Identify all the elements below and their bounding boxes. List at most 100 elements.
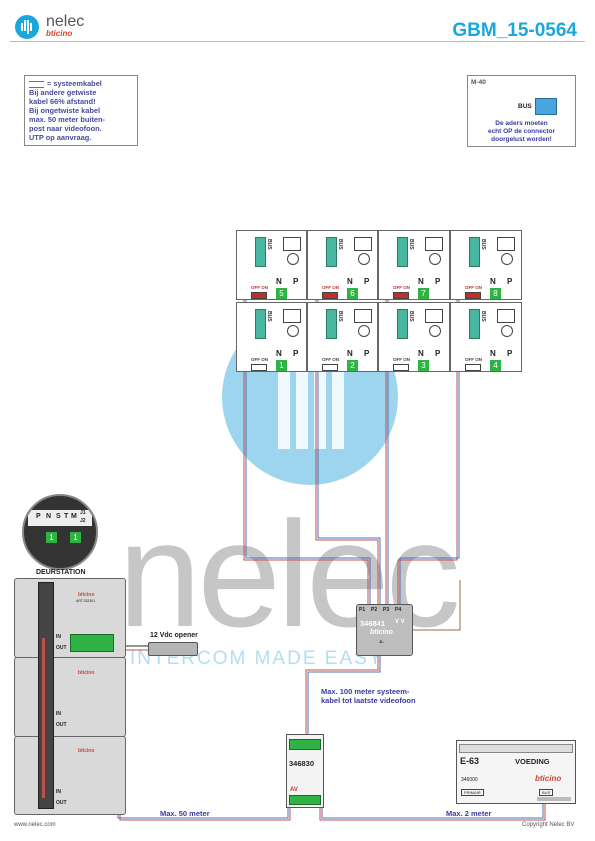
footer-url: www.nelec.com [14,822,56,828]
p-label: P [435,349,441,358]
distributor-code: 346841 [360,619,386,628]
monitor-bus-label: BUS [337,311,343,322]
dial-icon [501,325,513,337]
max50-note: Max. 50 meter [160,809,210,818]
p-label: P [364,349,370,358]
ps-brand: bticino [535,774,562,783]
monitor-3: BUS OFF ON N P 3 [378,302,450,372]
address-number: 7 [418,288,429,299]
port-label: P2 [371,607,378,613]
power-supply: E-63 VOEDING 346000 bticino PRIMAIR BUS [456,740,576,804]
out-label: OUT [56,800,67,806]
connector-strip [28,510,92,526]
connector-label-p: P [36,513,41,520]
note-line: UTP op aanvraag. [29,133,92,142]
in-label: IN [56,634,61,640]
switch-label: OFF ON [465,285,482,290]
dial-icon [287,325,299,337]
address-number: 3 [418,360,429,371]
distributor: P1 P2 P3 P4 346841 V V bticino JL [356,604,413,656]
connector-label-j2: J2 [80,518,86,524]
address-number: 2 [347,360,358,371]
wire-monitor-4 [397,300,458,605]
monitor-bus-label: BUS [266,311,272,322]
address-number: 4 [490,360,501,371]
note-line: Bij andere getwiste [29,88,97,97]
switch-label: OFF ON [322,357,339,362]
port-label: P4 [395,607,402,613]
monitor-bus-label: BUS [408,239,414,250]
bus-terminal [397,309,408,339]
header-rule [10,41,585,42]
bus-terminal [255,309,266,339]
wire-distributor-interface-b [307,652,381,735]
screen-icon [497,309,515,323]
cable-legend-swatch [29,81,44,88]
wire-interface-power [319,800,546,821]
distributor-brand: bticino [370,629,393,636]
door-station-label: DEURSTATION [36,569,86,576]
m40-line: De aders moeten [495,120,548,127]
switch [251,364,267,371]
p-label: P [507,349,513,358]
zoom-value: 1 [46,532,57,543]
cable-note: = systeemkabel Bij andere getwiste kabel… [24,75,138,146]
switch-label: OFF ON [251,285,268,290]
ps-model: E-63 [460,756,480,766]
monitor-7: BUS OFF ON N P 7 [378,230,450,300]
dial-icon [429,325,441,337]
dial-icon [501,253,513,265]
monitor-grid: BUS OFF ON N P 5 BUS OFF ON N P 6 BUS OF… [236,230,522,372]
brand-name: nelec [46,13,85,30]
bticino-badge: bticino [78,748,95,754]
ps-code: 346000 [461,777,478,783]
address-number: 8 [490,288,501,299]
n-label: N [347,277,353,286]
port-label: P1 [359,607,366,613]
door-module-2 [14,657,126,737]
in-label: IN [56,711,61,717]
sub-brand: bticino [46,29,73,38]
cable-note-title: = systeemkabel [29,79,133,88]
switch [393,364,409,371]
bticino-badge: bticino [78,670,95,676]
door-opener [148,642,198,656]
connector-label-s: S [56,513,61,520]
monitor-4: BUS OFF ON N P 4 [450,302,522,372]
interface-terminals-bottom [289,795,321,805]
m40-line: echt OP de connector [487,128,556,135]
wire-monitor-4b [399,300,460,605]
bus-terminal [255,237,266,267]
nelec-logo: nelec bticino [14,13,144,40]
p-label: P [507,277,513,286]
monitor-6: BUS OFF ON N P 6 [307,230,378,300]
wire-monitor-2b [317,300,381,605]
dial-icon [429,253,441,265]
ps-bottom-terminals [537,797,571,801]
n-label: N [490,277,496,286]
interface-code: 346830 [289,759,315,768]
wire-distributor-interface [305,650,379,735]
ps-name: VOEDING [515,757,550,766]
p-label: P [293,349,299,358]
switch [322,364,338,371]
screen-icon [354,237,372,251]
monitor-5: BUS OFF ON N P 5 [236,230,307,300]
dial-icon [358,253,370,265]
connector-label-m: M [71,513,77,520]
monitor-bus-label: BUS [266,239,272,250]
switch-label: OFF ON [393,285,410,290]
jumper-label: JL [379,639,384,644]
opener-label: 12 Vdc opener [150,632,198,639]
monitor-8: BUS OFF ON N P 8 [450,230,522,300]
document-code: GBM_15-0564 [452,20,577,41]
p-label: P [435,277,441,286]
bticino-badge: bticino [78,592,95,598]
bus-terminal [469,309,480,339]
connector-zoom: P N S T M J1 J2 1 1 [22,494,98,570]
wire-monitor-2 [315,300,379,605]
out-label: OUT [56,722,67,728]
p-label: P [364,277,370,286]
screen-icon [354,309,372,323]
m40-model: M-40 [471,79,486,86]
